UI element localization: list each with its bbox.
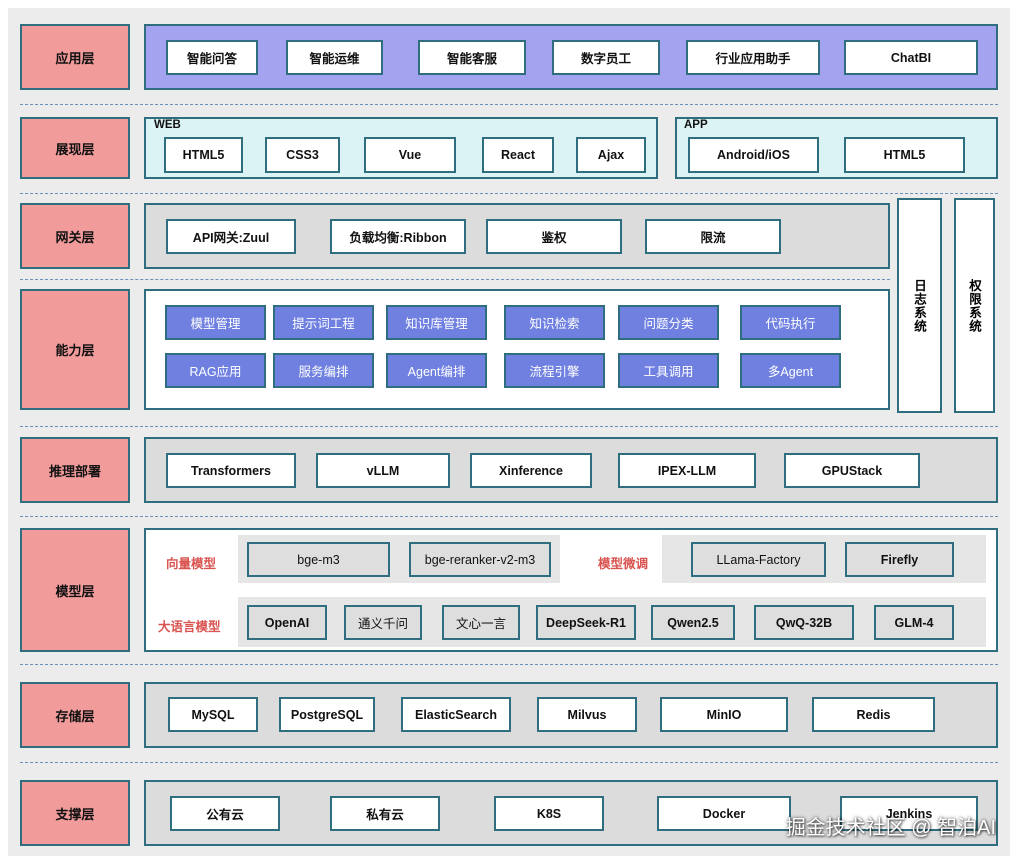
layer-divider — [20, 516, 998, 517]
app-item[interactable]: 智能运维 — [286, 40, 383, 75]
web-item[interactable]: Vue — [364, 137, 456, 173]
capability-item[interactable]: 提示词工程 — [273, 305, 374, 340]
vector-model-item[interactable]: bge-reranker-v2-m3 — [409, 542, 551, 577]
layer-label-presentation: 展现层 — [20, 117, 130, 179]
app-client-label: APP — [684, 119, 708, 131]
layer-label-storage: 存储层 — [20, 682, 130, 748]
llm-item[interactable]: GLM-4 — [874, 605, 954, 640]
inference-item[interactable]: GPUStack — [784, 453, 920, 488]
inference-item[interactable]: vLLM — [316, 453, 450, 488]
support-item[interactable]: 公有云 — [170, 796, 280, 831]
vector-model-item[interactable]: bge-m3 — [247, 542, 390, 577]
finetune-item[interactable]: Firefly — [845, 542, 954, 577]
app-item[interactable]: 智能问答 — [166, 40, 258, 75]
web-item[interactable]: Ajax — [576, 137, 646, 173]
layer-divider — [20, 664, 998, 665]
app-client-item[interactable]: Android/iOS — [688, 137, 819, 173]
support-item[interactable]: 私有云 — [330, 796, 440, 831]
layer-divider — [20, 762, 998, 763]
capability-item[interactable]: 知识库管理 — [386, 305, 487, 340]
web-item[interactable]: CSS3 — [265, 137, 340, 173]
gateway-item[interactable]: 负载均衡:Ribbon — [330, 219, 466, 254]
app-item[interactable]: 智能客服 — [418, 40, 526, 75]
web-item[interactable]: React — [482, 137, 554, 173]
layer-label-support: 支撑层 — [20, 780, 130, 846]
capability-item[interactable]: RAG应用 — [165, 353, 266, 388]
layer-divider — [20, 279, 890, 280]
log-system-label: 日志系统 — [912, 278, 926, 333]
llm-label: 大语言模型 — [158, 620, 221, 634]
inference-item[interactable]: IPEX-LLM — [618, 453, 756, 488]
gateway-item[interactable]: API网关:Zuul — [166, 219, 296, 254]
llm-item[interactable]: Qwen2.5 — [651, 605, 735, 640]
capability-item[interactable]: 知识检索 — [504, 305, 605, 340]
capability-item[interactable]: 工具调用 — [618, 353, 719, 388]
storage-item[interactable]: Milvus — [537, 697, 637, 732]
app-item[interactable]: 数字员工 — [552, 40, 660, 75]
gateway-item[interactable]: 鉴权 — [486, 219, 622, 254]
capability-item[interactable]: 模型管理 — [165, 305, 266, 340]
permission-system-label: 权限系统 — [967, 278, 981, 333]
gateway-item[interactable]: 限流 — [645, 219, 781, 254]
llm-item[interactable]: QwQ-32B — [754, 605, 854, 640]
llm-item[interactable]: DeepSeek-R1 — [536, 605, 636, 640]
support-item[interactable]: K8S — [494, 796, 604, 831]
web-item[interactable]: HTML5 — [164, 137, 243, 173]
log-system-panel[interactable]: 日志系统 — [897, 198, 942, 413]
storage-item[interactable]: PostgreSQL — [279, 697, 375, 732]
storage-item[interactable]: MySQL — [168, 697, 258, 732]
support-item[interactable]: Docker — [657, 796, 791, 831]
vector-model-label: 向量模型 — [166, 557, 217, 571]
layer-label-model: 模型层 — [20, 528, 130, 652]
capability-item[interactable]: Agent编排 — [386, 353, 487, 388]
llm-item[interactable]: 文心一言 — [442, 605, 520, 640]
storage-item[interactable]: Redis — [812, 697, 935, 732]
inference-item[interactable]: Xinference — [470, 453, 592, 488]
capability-item[interactable]: 流程引擎 — [504, 353, 605, 388]
layer-label-gateway: 网关层 — [20, 203, 130, 269]
layer-divider — [20, 104, 998, 105]
layer-label-app: 应用层 — [20, 24, 130, 90]
app-item[interactable]: ChatBI — [844, 40, 978, 75]
storage-item[interactable]: MinIO — [660, 697, 788, 732]
finetune-item[interactable]: LLama-Factory — [691, 542, 826, 577]
storage-item[interactable]: ElasticSearch — [401, 697, 511, 732]
finetune-label: 模型微调 — [598, 557, 649, 571]
capability-item[interactable]: 服务编排 — [273, 353, 374, 388]
layer-divider — [20, 193, 998, 194]
capability-item[interactable]: 代码执行 — [740, 305, 841, 340]
app-client-item[interactable]: HTML5 — [844, 137, 965, 173]
layer-label-capability: 能力层 — [20, 289, 130, 410]
capability-item[interactable]: 多Agent — [740, 353, 841, 388]
app-item[interactable]: 行业应用助手 — [686, 40, 820, 75]
permission-system-panel[interactable]: 权限系统 — [954, 198, 995, 413]
support-item[interactable]: Jenkins — [840, 796, 978, 831]
llm-item[interactable]: 通义千问 — [344, 605, 422, 640]
layer-label-inference: 推理部署 — [20, 437, 130, 503]
inference-item[interactable]: Transformers — [166, 453, 296, 488]
web-label: WEB — [154, 119, 181, 131]
layer-divider — [20, 426, 998, 427]
watermark: 掘金技术社区 @ 智泊AI — [785, 817, 996, 839]
capability-item[interactable]: 问题分类 — [618, 305, 719, 340]
llm-item[interactable]: OpenAI — [247, 605, 327, 640]
